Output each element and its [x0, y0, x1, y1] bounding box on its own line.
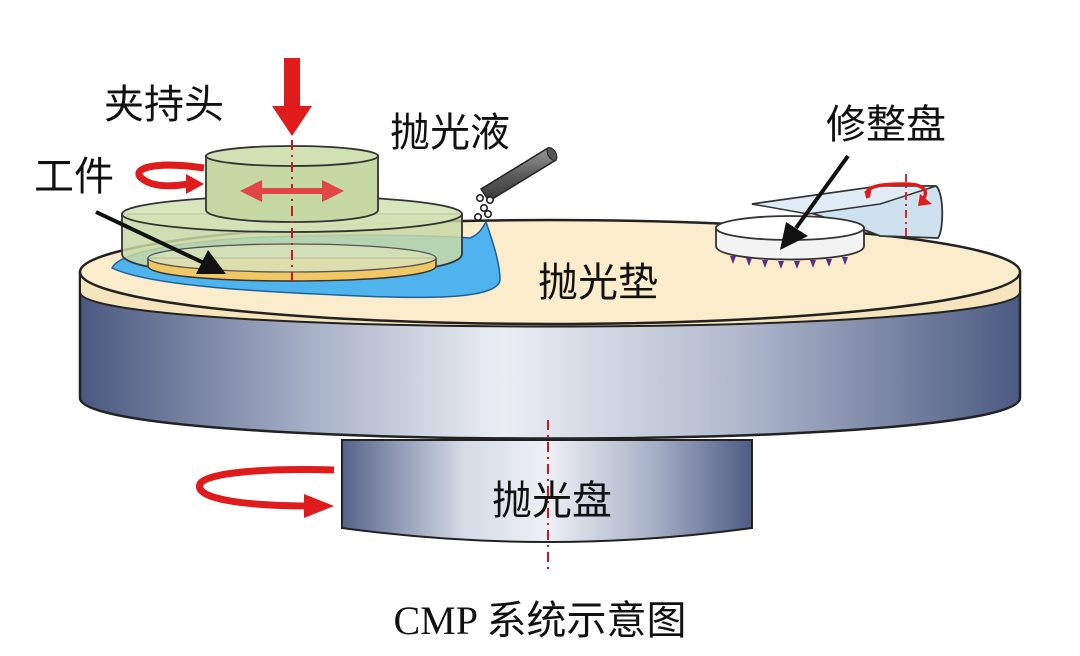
slurry-tube: [479, 146, 558, 203]
wafer-carrier: [121, 140, 463, 282]
carrier-rotation-arrow: [135, 161, 205, 194]
workpiece-wafer: [147, 243, 437, 282]
conditioner-pointer-arrow: [780, 154, 850, 250]
workpiece-pointer-arrow: [95, 210, 226, 274]
label-slurry: 抛光液: [390, 110, 510, 156]
oscillation-arrow: [240, 180, 344, 202]
platen-rotation-arrow: [196, 466, 335, 518]
label-workpiece: 工件: [34, 154, 114, 200]
label-platen: 抛光盘: [492, 478, 612, 524]
down-force-arrow: [272, 58, 312, 136]
figure-caption: CMP 系统示意图: [393, 598, 686, 643]
label-pad: 抛光垫: [538, 260, 658, 306]
conditioner-teeth: [730, 256, 848, 269]
pad-conditioner: [715, 174, 944, 269]
label-conditioner: 修整盘: [826, 102, 946, 148]
slurry-drops: [473, 194, 494, 222]
label-holder: 夹持头: [104, 82, 224, 128]
